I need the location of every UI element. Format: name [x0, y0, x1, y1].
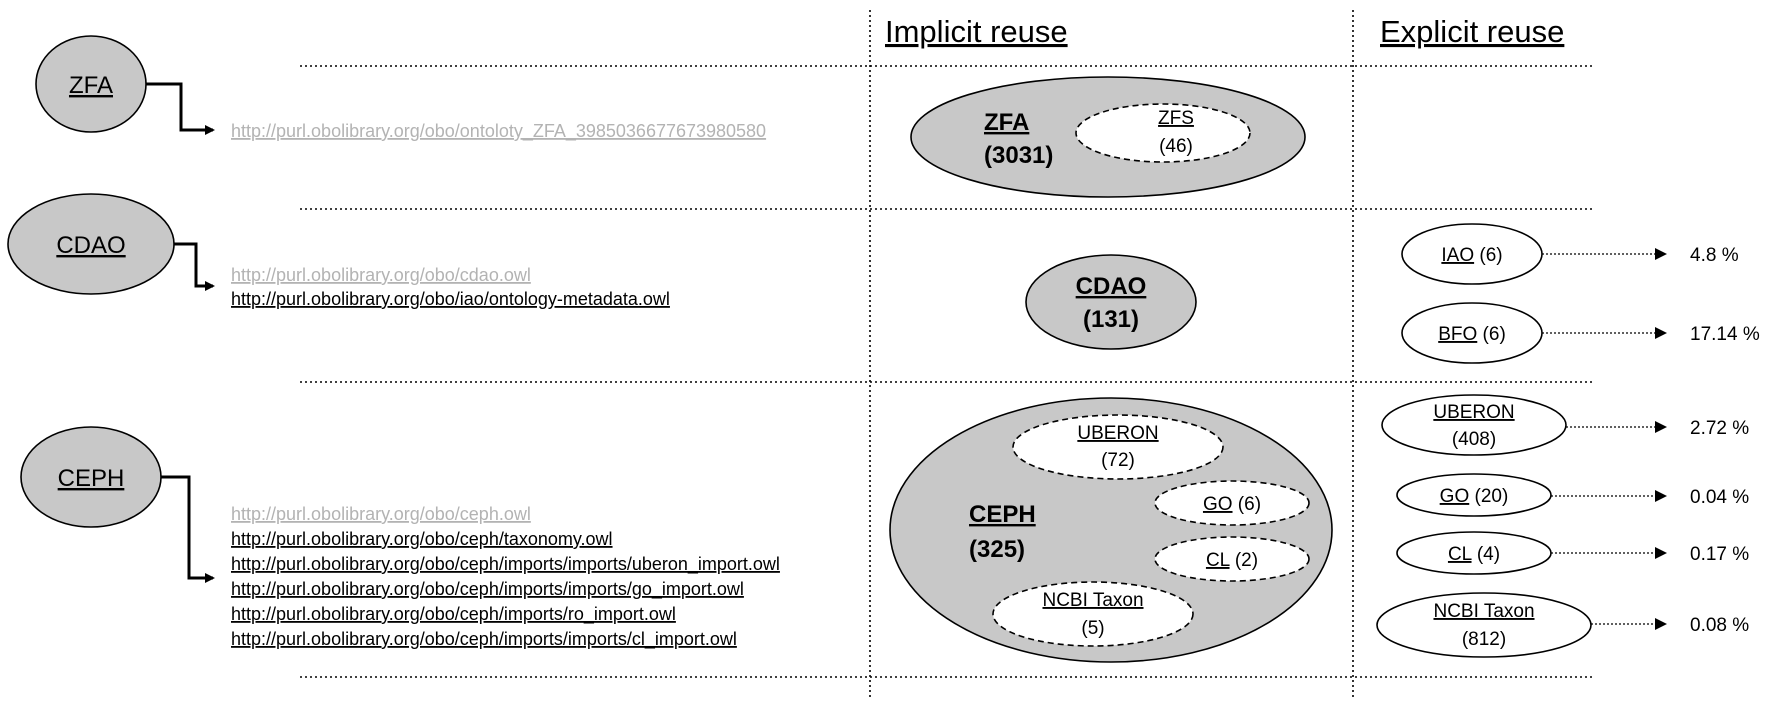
row-ceph: CEPH http://purl.obolibrary.org/obo/ceph…	[20, 394, 1749, 663]
url-link[interactable]: http://purl.obolibrary.org/obo/ontoloty_…	[231, 121, 766, 142]
explicit-node-ncbi-taxon[interactable]	[1376, 592, 1592, 658]
url-link[interactable]: http://purl.obolibrary.org/obo/ceph/impo…	[231, 629, 737, 650]
inner-node-go[interactable]	[1154, 480, 1310, 526]
inner-label-ncbi-taxon: NCBI Taxon	[1042, 590, 1143, 611]
explicit-label-uberon: UBERON	[1433, 402, 1514, 423]
url-link[interactable]: http://purl.obolibrary.org/obo/iao/ontol…	[231, 289, 670, 309]
explicit-label-cl: CL (4)	[1448, 544, 1500, 565]
implicit-node-cdao[interactable]	[1025, 254, 1197, 350]
explicit-percent-iao: 4.8 %	[1690, 245, 1739, 266]
url-link[interactable]: http://purl.obolibrary.org/obo/ceph/impo…	[231, 579, 744, 600]
implicit-count-zfa: (3031)	[984, 142, 1053, 169]
arrow-ceph	[161, 475, 215, 583]
implicit-label-zfa: ZFA	[984, 109, 1029, 136]
url-link[interactable]: http://purl.obolibrary.org/obo/ceph/impo…	[231, 604, 676, 625]
explicit-node-uberon[interactable]	[1381, 394, 1567, 456]
implicit-count-ceph: (325)	[969, 536, 1025, 563]
row-cdao: CDAO http://purl.obolibrary.org/obo/cdao…	[7, 193, 1760, 364]
explicit-percent-bfo: 17.14 %	[1690, 324, 1760, 345]
inner-node-zfs[interactable]	[1075, 103, 1251, 163]
explicit-node-go[interactable]	[1396, 473, 1552, 517]
inner-label-cl: CL (2)	[1206, 550, 1258, 571]
inner-node-ncbi-taxon[interactable]	[992, 581, 1194, 647]
inner-count-zfs: (46)	[1159, 136, 1193, 157]
implicit-node-ceph[interactable]	[889, 397, 1333, 663]
explicit-count-uberon: (408)	[1452, 429, 1496, 450]
url-link[interactable]: http://purl.obolibrary.org/obo/cdao.owl	[231, 265, 531, 285]
grid-lines	[300, 10, 1592, 697]
explicit-label-bfo: BFO (6)	[1438, 324, 1506, 345]
explicit-label-iao: IAO (6)	[1441, 245, 1502, 266]
row-zfa: ZFA http://purl.obolibrary.org/obo/ontol…	[35, 35, 1306, 198]
source-label-zfa: ZFA	[69, 72, 113, 99]
implicit-label-ceph: CEPH	[969, 501, 1036, 528]
implicit-count-cdao: (131)	[1083, 306, 1139, 333]
inner-label-zfs: ZFS	[1158, 108, 1194, 129]
source-label-cdao: CDAO	[56, 232, 125, 259]
explicit-count-ncbi-taxon: (812)	[1462, 629, 1506, 650]
inner-node-uberon[interactable]	[1012, 414, 1224, 480]
explicit-percent-ncbi-taxon: 0.08 %	[1690, 615, 1749, 636]
explicit-percent-cl: 0.17 %	[1690, 544, 1749, 565]
arrow-zfa	[146, 82, 215, 135]
url-link[interactable]: http://purl.obolibrary.org/obo/ceph/taxo…	[231, 529, 613, 549]
header-implicit-reuse: Implicit reuse	[885, 14, 1068, 49]
inner-label-uberon: UBERON	[1077, 423, 1158, 444]
header-explicit-reuse: Explicit reuse	[1380, 14, 1564, 49]
explicit-label-go: GO (20)	[1440, 486, 1509, 507]
inner-label-go: GO (6)	[1203, 494, 1261, 515]
url-link[interactable]: http://purl.obolibrary.org/obo/ceph.owl	[231, 504, 531, 524]
explicit-percent-uberon: 2.72 %	[1690, 418, 1749, 439]
inner-node-cl[interactable]	[1154, 536, 1310, 582]
url-link[interactable]: http://purl.obolibrary.org/obo/ceph/impo…	[231, 554, 780, 575]
inner-count-uberon: (72)	[1101, 450, 1135, 471]
source-label-ceph: CEPH	[58, 465, 125, 492]
implicit-label-cdao: CDAO	[1076, 273, 1147, 300]
inner-count-ncbi-taxon: (5)	[1081, 618, 1104, 639]
explicit-label-ncbi-taxon: NCBI Taxon	[1433, 601, 1534, 622]
arrow-cdao	[174, 242, 215, 291]
explicit-percent-go: 0.04 %	[1690, 487, 1749, 508]
